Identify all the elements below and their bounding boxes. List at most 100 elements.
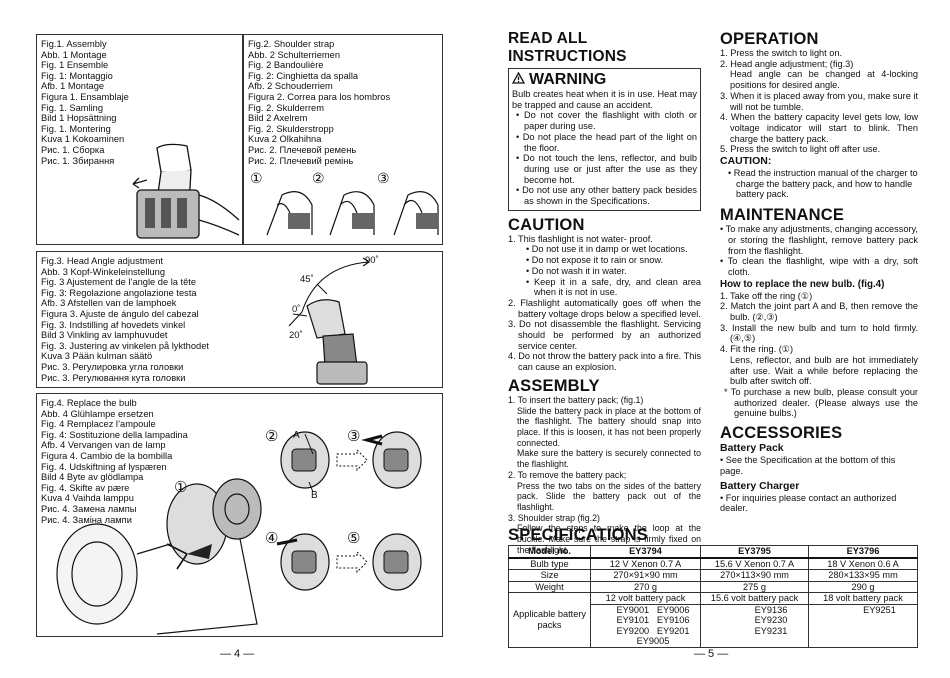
figure-caption-line: Afb. 2 Schouderriem	[248, 81, 333, 92]
spec-battery-model-line: EY9200 EY9201	[616, 625, 690, 636]
figure-caption-line: Рис. 2. Плечевой ремень	[248, 144, 357, 155]
warning-title: WARNING	[529, 71, 607, 88]
fig4-step-5-number: ⑤	[347, 530, 361, 547]
spec-cell: 270×113×90 mm	[700, 569, 809, 582]
figure-caption-line: Рис. 3. Регулировка угла головки	[41, 361, 184, 372]
figure-caption-line: Рис. 4. Замена лампы	[41, 503, 137, 514]
spec-cell: 280×133×95 mm	[808, 569, 918, 582]
figure-caption-line: Fig. 1: Montaggio	[41, 70, 113, 81]
figure-caption-line: Figura 4. Cambio de la bombilla	[41, 450, 173, 461]
spec-cell: 18 V Xenon 0.6 A	[808, 557, 918, 570]
spec-cell: 275 g	[700, 580, 809, 593]
specifications-heading: SPECIFICATIONS	[508, 526, 649, 544]
fig3-angle-0: 0˚	[292, 304, 301, 315]
spec-battery-type: 12 volt battery pack	[590, 592, 701, 605]
left-page-number: — 4 —	[220, 648, 255, 660]
figure-caption-line: Kuva 3 Pään kulman säätö	[41, 351, 153, 362]
figure-caption-line: Figura 2. Correa para los hombros	[248, 91, 391, 102]
figure-caption-line: Kuva 4 Vaihda lamppu	[41, 493, 134, 504]
fig3-angle-45: 45˚	[300, 274, 314, 285]
specifications-table: Model no. EY3794 EY3795 EY3796 Bulb type…	[508, 545, 918, 648]
figure-caption-line: Fig.4. Replace the bulb	[41, 398, 137, 408]
figure-caption-line: Bild 4 Byte av glödlampa	[41, 472, 144, 483]
operation-item-4: 4. When the battery capacity level gets …	[720, 112, 918, 144]
assembly-step-1-body-2: Make sure the battery is securely connec…	[517, 448, 701, 470]
figure-caption-line: Fig. 3. Indstilling af hovedets vinkel	[41, 319, 186, 330]
assembly-step-3: 3. Shoulder strap (fig.2)	[508, 512, 600, 523]
spec-battery-type: 15.6 volt battery pack	[700, 592, 809, 605]
caution-sub-item: • Do not wash it in water.	[526, 265, 627, 276]
warning-item: • Do not use any other battery pack besi…	[516, 185, 697, 207]
figure-caption-line: Afb. 3 Afstellen van de lamphoek	[41, 298, 177, 309]
figure-caption-line: Afb. 1 Montage	[41, 81, 105, 92]
figure-caption-line: Fig. 3. Justering av vinkelen på lykthod…	[41, 340, 209, 351]
caution-sub-item: • Do not expose it to rain or snow.	[526, 255, 664, 266]
operation-item-2-body: Head angle can be changed at 4-locking p…	[730, 69, 918, 91]
fig4-label-b: B	[311, 490, 318, 501]
fig2-step-2-number: ②	[312, 170, 325, 186]
battery-charger-heading: Battery Charger	[720, 479, 800, 492]
right-page-number: — 5 —	[694, 648, 729, 660]
fig4-step-3-number: ③	[347, 428, 361, 445]
assembly-heading: ASSEMBLY	[508, 376, 600, 395]
warning-intro: Bulb creates heat when it is in use. Hea…	[512, 89, 697, 110]
spec-battery-model-line: EY9005	[636, 636, 670, 646]
spec-battery-model-line: EY9136	[754, 604, 788, 615]
bulb-step-4-body: Lens, reflector, and bulb are hot immedi…	[730, 354, 918, 387]
figure-caption-line: Kuva 1 Kokoaminen	[41, 134, 125, 145]
fig4-bulb-replace-illustration	[56, 431, 422, 635]
figure-caption-line: Рис. 2. Плечевий ремінь	[248, 155, 354, 166]
fig1-battery-insert-illustration	[132, 143, 240, 239]
figure-caption-line: Fig. 3 Ajustement de l’angle de la tête	[41, 277, 197, 288]
caution-item-3: 3. Do not disassemble the flashlight. Se…	[508, 319, 701, 351]
accessories-heading: ACCESSORIES	[720, 424, 843, 443]
figure-caption-line: Fig. 4. Skifte av pære	[41, 482, 130, 493]
fig3-angle-90: 90˚	[365, 255, 379, 266]
caution-heading: CAUTION	[508, 215, 585, 234]
operation-item-3: 3. When it is placed away from you, make…	[720, 90, 918, 112]
spec-battery-type: 18 volt battery pack	[808, 592, 918, 605]
figure-caption-line: Abb. 4 Glühlampe ersetzen	[41, 408, 154, 419]
spec-row-label: Size	[508, 569, 591, 582]
spec-battery-models: EY9001 EY9006 EY9101 EY9106 EY9200 EY920…	[590, 603, 701, 648]
assembly-step-1: 1. To insert the battery pack; (fig.1)	[508, 394, 644, 405]
spec-model: EY3795	[700, 545, 809, 559]
figure-caption-line: Fig. 2 Bandoulière	[248, 60, 324, 71]
figure-caption-line: Fig. 1. Samling	[41, 102, 104, 113]
caution-item-2: 2. Flashlight automatically goes off whe…	[508, 297, 701, 319]
operation-item-1: 1. Press the switch to light on.	[720, 48, 843, 58]
caution-sub-item: • Do not use it in damp or wet locations…	[526, 244, 688, 255]
figure-caption-line: Afb. 4 Vervangen van de lamp	[41, 440, 166, 451]
spec-battery-model-line: EY9101 EY9106	[616, 615, 690, 625]
fig2-step-3-number: ③	[377, 170, 390, 186]
assembly-step-2-body: Press the two tabs on the sides of the b…	[517, 480, 701, 512]
figure-caption-line: Рис. 1. Збирання	[41, 155, 115, 166]
operation-item-5: 5. Press the switch to light off after u…	[720, 144, 881, 155]
read-all-heading: READ ALL INSTRUCTIONS	[508, 30, 627, 65]
caution-item-1: 1. This flashlight is not water- proof.	[508, 233, 653, 244]
maintenance-heading: MAINTENANCE	[720, 206, 845, 225]
battery-charger-text: • For inquiries please contact an author…	[720, 492, 897, 514]
figure-caption-line: Fig. 4. Udskiftning af lyspæren	[41, 461, 167, 472]
maintenance-item: • To make any adjustments, changing acce…	[720, 224, 918, 256]
operation-item-2: 2. Head angle adjustment; (fig.3)	[720, 58, 854, 69]
figure-caption-line: Fig. 1. Montering	[41, 123, 111, 134]
figure-caption-line: Fig. 2. Skulderrem	[248, 102, 324, 113]
bulb-step-1: 1. Take off the ring (①)	[720, 290, 813, 301]
figure-caption-line: Рис. 4. Заміна лампи	[41, 514, 132, 525]
right-column-2: OPERATION 1. Press the switch to light o…	[720, 30, 918, 514]
spec-model-label: Model no.	[508, 545, 591, 559]
fig4-step-1-number: ①	[174, 479, 188, 496]
battery-pack-heading: Battery Pack	[720, 442, 784, 455]
maintenance-item: • To clean the flashlight, wipe with a d…	[720, 256, 918, 277]
spec-cell: 15.6 V Xenon 0.7 A	[700, 557, 809, 570]
spec-model: EY3794	[590, 545, 701, 559]
spec-battery-model-line: EY9251	[863, 604, 896, 615]
fig4-step-2-number: ②	[265, 428, 279, 445]
figure-caption-line: Fig. 4: Sostituzione della lampadina	[41, 429, 188, 440]
